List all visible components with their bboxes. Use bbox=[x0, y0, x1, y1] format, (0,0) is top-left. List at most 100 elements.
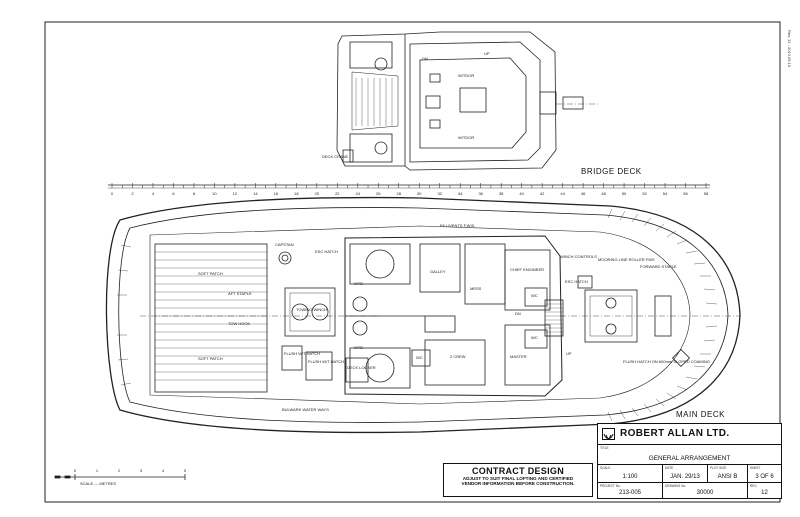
scale-tick-label: 1 bbox=[96, 468, 99, 473]
ruler-tick-label: 40 bbox=[519, 191, 524, 196]
scale-bar bbox=[54, 474, 186, 480]
ruler-tick-label: 48 bbox=[601, 191, 606, 196]
drawing-caption: DRAWING No. bbox=[665, 484, 687, 488]
ruler-tick-label: 58 bbox=[704, 191, 709, 196]
label-winch-controls: WINCH CONTROLS bbox=[560, 254, 597, 259]
project-cell: PROJECT No. 213-005 bbox=[598, 483, 663, 498]
title-caption: TITLE bbox=[600, 446, 609, 450]
plot-size-cell: PLOT SIZE ANSI B bbox=[708, 465, 748, 482]
company-row: ROBERT ALLAN LTD. bbox=[598, 424, 781, 445]
ruler-tick-label: 20 bbox=[315, 191, 320, 196]
label-up-2: UP bbox=[566, 351, 572, 356]
plot-size-caption: PLOT SIZE bbox=[710, 466, 727, 470]
ruler-tick-label: 38 bbox=[499, 191, 504, 196]
ruler-tick-label: 6 bbox=[172, 191, 175, 196]
ruler-tick-label: 44 bbox=[560, 191, 565, 196]
number-row: PROJECT No. 213-005 DRAWING No. 30000 RE… bbox=[598, 483, 781, 498]
label-capstan: CAPSTAN bbox=[275, 242, 294, 247]
scale-cell: SCALE 1:100 bbox=[598, 465, 663, 482]
contract-heading: CONTRACT DESIGN bbox=[472, 466, 564, 476]
main-deck-title: MAIN DECK bbox=[676, 410, 725, 419]
plot-size-value: ANSI B bbox=[717, 474, 738, 480]
label-soft-patch-lower: SOFT PATCH bbox=[198, 356, 223, 361]
contract-line-1: ADJUST TO SUIT FINAL LOFTING AND CERTIFI… bbox=[462, 476, 574, 481]
bridge-deck-title: BRIDGE DECK bbox=[581, 167, 642, 176]
label-esc-hatch-aft: ESC HATCH bbox=[315, 249, 338, 254]
label-mess: MESS bbox=[470, 286, 482, 291]
date-caption: DATE bbox=[665, 466, 674, 470]
title-block: ROBERT ALLAN LTD. TITLE GENERAL ARRANGEM… bbox=[597, 423, 782, 499]
label-wtd-stbd: WTD bbox=[354, 345, 364, 350]
project-value: 213-005 bbox=[618, 490, 642, 496]
label-wtd-port: WTD bbox=[354, 281, 364, 286]
label-wc-3: WC bbox=[416, 355, 423, 360]
label-chief-engineer: CHIEF ENGINEER bbox=[510, 267, 545, 272]
label-dn-2: DN bbox=[515, 311, 521, 316]
label-soft-patch-upper: SOFT PATCH bbox=[198, 271, 223, 276]
company-logo-icon bbox=[602, 428, 615, 440]
info-row: SCALE 1:100 DATE JAN. 29/13 PLOT SIZE AN… bbox=[598, 465, 781, 483]
scale-bar-label: SCALE — METRES bbox=[80, 481, 117, 486]
ruler-tick-label: 4 bbox=[152, 191, 155, 196]
scale-tick-label: 5 bbox=[184, 468, 187, 473]
ruler-tick-label: 22 bbox=[335, 191, 340, 196]
label-dn-1: DN bbox=[422, 56, 428, 61]
rev-value: 12 bbox=[761, 490, 768, 496]
label-galley: GALLEY bbox=[430, 269, 446, 274]
ruler-tick-label: 36 bbox=[478, 191, 483, 196]
label-fill-vents: FILL/VENTS F.W.B. bbox=[440, 223, 476, 228]
scale-tick-label: 4 bbox=[162, 468, 165, 473]
main-deck-plan bbox=[105, 196, 741, 434]
scale-tick-label: 3 bbox=[140, 468, 143, 473]
label-flush-hatch-fwd: FLUSH HATCH ON 600mm SLOPED COAMING bbox=[623, 359, 710, 364]
label-wtdor-2: W/TDOR bbox=[458, 135, 475, 140]
date-value: JAN. 29/13 bbox=[670, 474, 700, 480]
label-towing-winch: TOWING WINCH bbox=[296, 307, 328, 312]
contract-line-2: VENDOR INFORMATION BEFORE CONSTRUCTION. bbox=[461, 481, 575, 487]
ruler-tick-label: 24 bbox=[356, 191, 361, 196]
ruler-tick-label: 46 bbox=[581, 191, 586, 196]
rev-cell: REV. 12 bbox=[748, 483, 781, 498]
title-row: TITLE GENERAL ARRANGEMENT bbox=[598, 445, 781, 465]
rev-caption: REV. bbox=[750, 484, 758, 488]
label-flush-hatch-2: FLUSH W/T HATCH bbox=[308, 359, 345, 364]
date-cell: DATE JAN. 29/13 bbox=[663, 465, 708, 482]
ruler-tick-label: 28 bbox=[397, 191, 402, 196]
label-up-1: UP bbox=[484, 51, 490, 56]
sheet-caption: SHEET bbox=[750, 466, 761, 470]
sheet-cell: SHEET 3 OF 6 bbox=[748, 465, 781, 482]
label-aft-staple: AFT STAPLE bbox=[228, 291, 252, 296]
scale-tick-label: 0 bbox=[74, 468, 77, 473]
ruler-tick-label: 16 bbox=[274, 191, 279, 196]
sheet-border bbox=[44, 21, 781, 503]
label-deck-crane: DECK CRANE bbox=[322, 154, 349, 159]
ruler-tick-label: 42 bbox=[540, 191, 545, 196]
label-esc-hatch-fwd: ESC HATCH bbox=[565, 279, 588, 284]
revision-note: Rev. 12 - 2013.05.15 bbox=[787, 30, 792, 68]
ruler-tick-label: 8 bbox=[193, 191, 196, 196]
label-2-crew: 2 CREW bbox=[450, 354, 466, 359]
ruler-tick-label: 54 bbox=[663, 191, 668, 196]
ruler-tick-label: 52 bbox=[642, 191, 647, 196]
label-wtdor-1: W/TDOR bbox=[458, 73, 475, 78]
ruler-tick-label: 34 bbox=[458, 191, 463, 196]
drawing-title: GENERAL ARRANGEMENT bbox=[648, 455, 731, 462]
ruler-tick-label: 30 bbox=[417, 191, 422, 196]
project-caption: PROJECT No. bbox=[600, 484, 621, 488]
drawing-value: 30000 bbox=[696, 490, 714, 496]
ruler-tick-label: 14 bbox=[253, 191, 258, 196]
label-mooring-line: MOORING LINE ROLLER FWS bbox=[598, 257, 655, 262]
ruler-tick-label: 2 bbox=[131, 191, 134, 196]
ruler-tick-label: 56 bbox=[683, 191, 688, 196]
ruler-tick-label: 32 bbox=[437, 191, 442, 196]
scale-value: 1:100 bbox=[622, 474, 638, 480]
ruler-tick-label: 26 bbox=[376, 191, 381, 196]
sheet-value: 3 OF 6 bbox=[755, 474, 774, 480]
ruler-tick-label: 10 bbox=[212, 191, 217, 196]
ruler-tick-label: 50 bbox=[622, 191, 627, 196]
label-deck-locker: DECK LOCKER bbox=[347, 365, 376, 370]
ruler-tick-label: 0 bbox=[111, 191, 114, 196]
label-forward-staple: FORWARD STAPLE bbox=[640, 264, 677, 269]
